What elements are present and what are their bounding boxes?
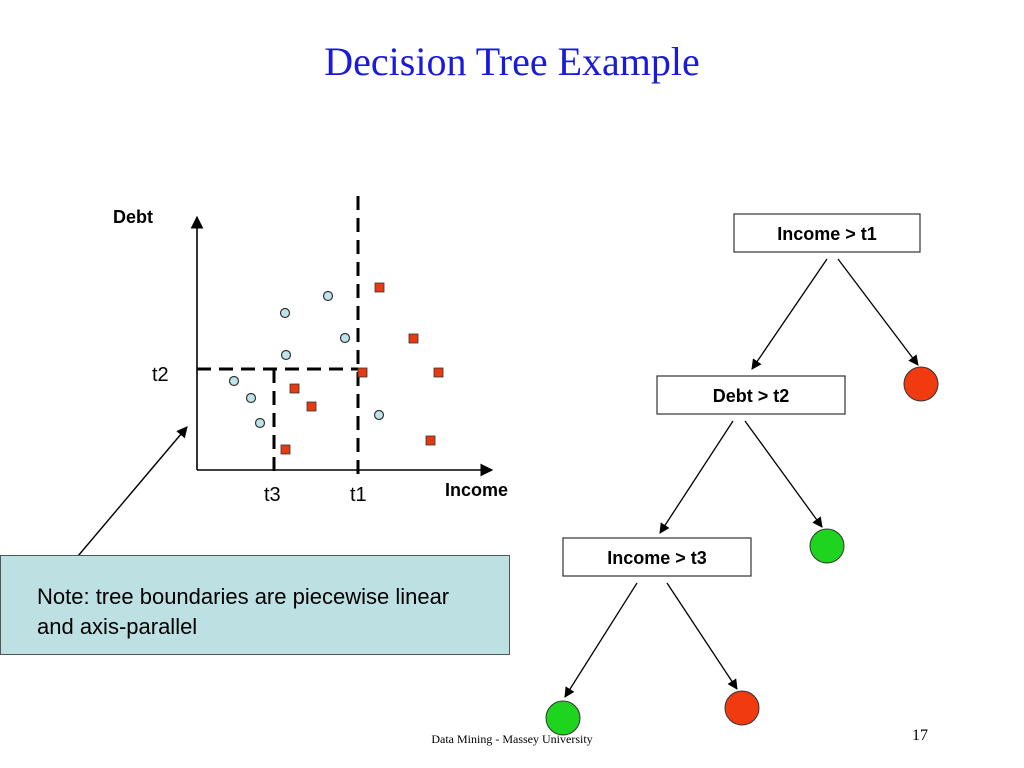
leaf-green-1 — [809, 528, 845, 564]
square-points — [280, 282, 444, 455]
edge-income3-leaf-right — [666, 582, 738, 690]
edge-debt-income3 — [659, 420, 734, 534]
income3-node — [562, 537, 752, 577]
page-number: 17 — [912, 727, 928, 744]
debt-node — [656, 375, 846, 415]
circle-point — [373, 409, 385, 421]
circle-point — [280, 349, 292, 361]
edge-root-debt — [751, 258, 828, 370]
circle-point — [279, 307, 291, 319]
t2-label: t2 — [152, 364, 169, 386]
square-point — [280, 444, 291, 455]
root-node-label: Income > t1 — [777, 224, 877, 244]
edge-debt-leaf — [744, 420, 823, 528]
edge-income3-leaf-left — [564, 582, 638, 698]
square-point — [306, 401, 317, 412]
circle-point — [339, 332, 351, 344]
circle-point — [254, 417, 266, 429]
square-point — [289, 383, 300, 394]
square-point — [425, 435, 436, 446]
x-axis-label: Income — [445, 480, 508, 500]
t3-label: t3 — [264, 484, 281, 506]
leaf-red-1 — [903, 366, 939, 402]
t1-label: t1 — [350, 484, 367, 506]
square-point — [357, 367, 368, 378]
root-node — [733, 213, 921, 253]
footer-text: Data Mining - Massey University — [431, 732, 593, 746]
square-point — [408, 333, 419, 344]
square-point — [374, 282, 385, 293]
circle-point — [245, 392, 257, 404]
debt-node-label: Debt > t2 — [713, 386, 790, 406]
note-box: Note: tree boundaries are piecewise line… — [0, 555, 510, 655]
circle-point — [228, 375, 240, 387]
circle-point — [322, 290, 334, 302]
note-text: Note: tree boundaries are piecewise line… — [37, 584, 450, 639]
scatter-plot: Debt Income t2 t3 t1 — [113, 196, 508, 506]
y-axis-label: Debt — [113, 207, 153, 227]
square-point — [433, 367, 444, 378]
leaf-red-2 — [724, 690, 760, 726]
edge-root-leaf — [837, 258, 919, 366]
note-pointer-arrow — [77, 426, 188, 557]
circle-points — [228, 290, 385, 429]
decision-tree: Income > t1 Debt > t2 Income > t3 — [545, 213, 939, 736]
income3-node-label: Income > t3 — [607, 548, 707, 568]
leaf-green-2 — [545, 700, 581, 736]
slide-title: Decision Tree Example — [324, 39, 700, 84]
